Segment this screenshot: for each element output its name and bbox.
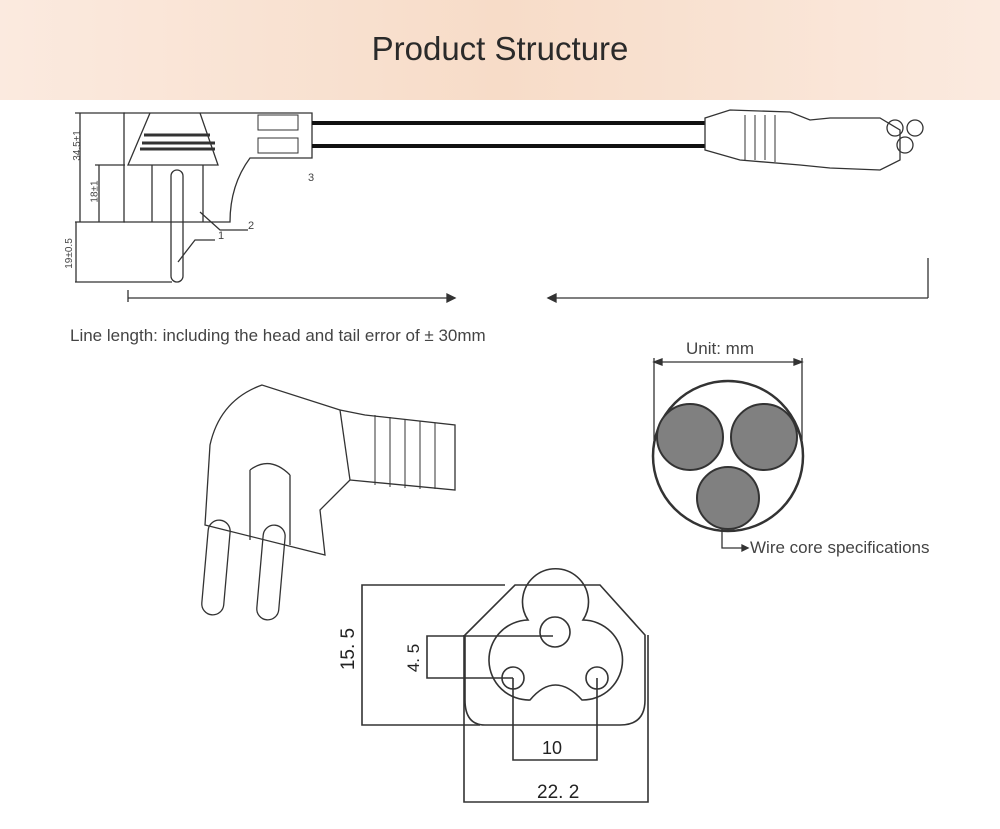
- dim-pin-length: 19±0.5: [63, 238, 75, 269]
- dim-pin-spacing: 10: [542, 738, 563, 758]
- plug-side-view: [75, 109, 924, 283]
- dim-pin-offset: 4. 5: [404, 643, 424, 673]
- label-body: 2: [248, 220, 255, 232]
- line-length-arrows: [127, 258, 929, 304]
- dim-body-height: 18±1: [89, 180, 101, 203]
- connector-face-drawing: [361, 567, 649, 803]
- dim-overall-height: 34.5±1: [71, 130, 83, 161]
- unit-label: Unit: mm: [686, 339, 754, 358]
- cable-cross-section: [651, 358, 805, 553]
- label-cable: 3: [308, 172, 315, 184]
- dim-connector-width: 22. 2: [537, 782, 580, 803]
- page-title: Product Structure: [371, 30, 629, 67]
- header-banner: Product Structure: [0, 0, 1000, 100]
- label-pin: 1: [218, 230, 225, 242]
- line-length-note: Line length: including the head and tail…: [70, 326, 486, 345]
- plug-3d-view: [201, 384, 456, 621]
- dim-connector-height: 15. 5: [338, 627, 360, 671]
- wire-core-label: Wire core specifications: [750, 538, 930, 557]
